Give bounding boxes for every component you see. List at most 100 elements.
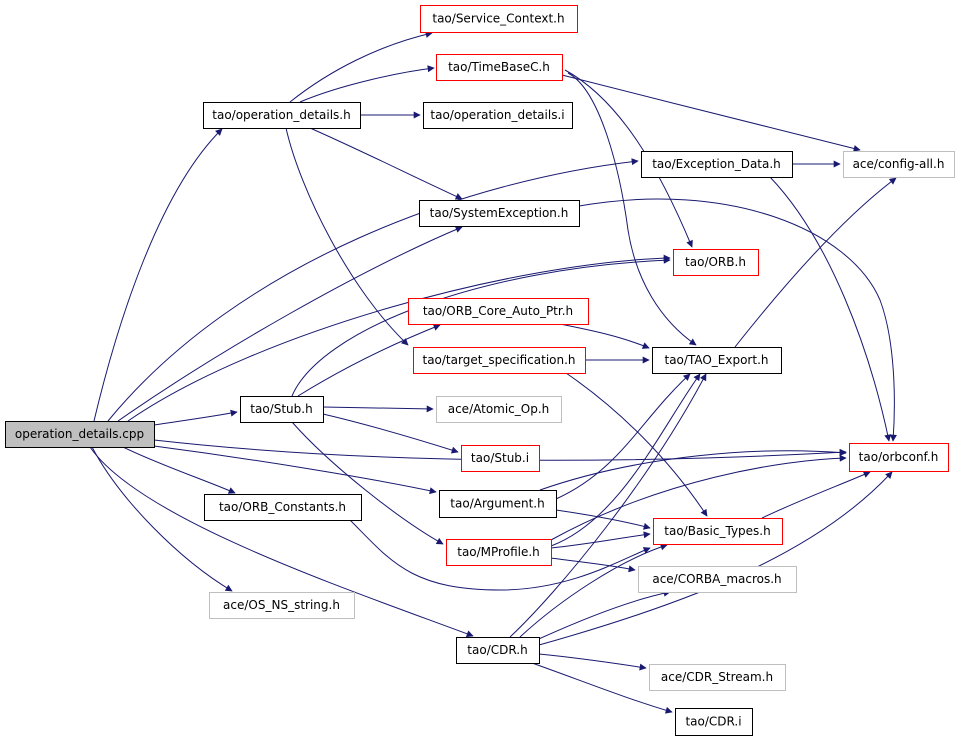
node-box[interactable] [641,151,793,178]
node-label: tao/TAO_Export.h [665,353,769,367]
node-box[interactable] [652,347,782,374]
node-label: tao/ORB_Core_Auto_Ptr.h [423,304,573,318]
node-label: tao/operation_details.h [212,108,350,122]
edge-mprofile-to-orbconf [550,454,847,541]
node-box[interactable] [436,396,562,423]
node-operation_details_h[interactable]: tao/operation_details.h [203,102,361,129]
node-box[interactable] [209,592,355,619]
edge-timebasec-to-tao_export [567,72,697,346]
node-box[interactable] [408,298,589,325]
node-box[interactable] [675,708,753,736]
node-box[interactable] [423,102,573,129]
node-label: tao/Argument.h [450,497,544,511]
edge-orb_core_auto_ptr-to-tao_export [559,323,650,349]
node-label: ace/CORBA_macros.h [652,572,781,586]
edge-mprofile-to-tao_export [550,373,701,547]
nodes: operation_details.cpp tao/Service_Context… [5,5,955,736]
node-orbconf[interactable]: tao/orbconf.h [849,443,949,472]
node-cdr_i[interactable]: tao/CDR.i [675,708,753,736]
edge-operation_details_cpp-to-orb_constants [122,446,236,494]
node-os_ns_string[interactable]: ace/OS_NS_string.h [209,592,355,619]
node-label: ace/CDR_Stream.h [661,670,773,684]
node-label: tao/Basic_Types.h [664,524,770,538]
edge-operation_details_cpp-to-orbconf [153,439,847,461]
node-label: tao/orbconf.h [859,450,939,464]
node-label: operation_details.cpp [15,427,144,441]
node-box[interactable] [203,102,361,129]
edge-tao_export-to-config_all [734,177,897,348]
node-label: tao/ORB.h [685,255,746,269]
edge-operation_details_cpp-to-operation_details_h [93,128,223,422]
node-label: tao/target_specification.h [422,353,575,367]
node-cdr_stream[interactable]: ace/CDR_Stream.h [649,664,786,691]
node-label: ace/Atomic_Op.h [448,402,550,416]
edge-stub_h-to-mprofile [291,421,444,545]
node-cdr_h[interactable]: tao/CDR.h [456,637,540,664]
edge-system_exception-to-orbconf [578,198,897,442]
edge-operation_details_cpp-to-cdr_h [89,446,474,638]
node-box[interactable] [649,664,786,691]
node-box[interactable] [446,539,552,566]
edge-operation_details_cpp-to-system_exception [117,226,463,422]
node-corba_macros[interactable]: ace/CORBA_macros.h [638,566,797,593]
edge-basic_types-to-orbconf [761,471,871,519]
node-box[interactable] [420,5,578,33]
edge-cdr_h-to-cdr_stream [538,653,647,671]
node-label: tao/MProfile.h [457,545,540,559]
node-box[interactable] [419,200,580,227]
edge-mprofile-to-basic_types [550,531,651,549]
node-stub_i[interactable]: tao/Stub.i [461,445,540,472]
node-label: tao/ORB_Constants.h [219,500,346,514]
node-config_all[interactable]: ace/config-all.h [843,151,955,178]
edge-stub_h-to-orb_h [291,256,671,397]
node-box[interactable] [5,421,155,448]
node-tao_export[interactable]: tao/TAO_Export.h [652,347,782,374]
edge-argument-to-basic_types [555,509,651,530]
node-box[interactable] [461,445,540,472]
edge-timebasec-to-config_all [561,74,861,152]
node-box[interactable] [240,396,324,423]
edge-stub_h-to-orb_core_auto_ptr [297,324,441,397]
node-box[interactable] [204,494,362,521]
node-mprofile[interactable]: tao/MProfile.h [446,539,552,566]
node-box[interactable] [439,490,557,518]
edge-operation_details_h-to-system_exception [309,127,463,200]
node-basic_types[interactable]: tao/Basic_Types.h [653,518,783,545]
node-orb_constants[interactable]: tao/ORB_Constants.h [204,494,362,521]
node-stub_h[interactable]: tao/Stub.h [240,396,324,423]
edge-exception_data-to-orbconf [769,176,892,442]
node-label: tao/Stub.i [471,451,529,465]
node-label: tao/SystemException.h [430,206,569,220]
node-operation_details_i[interactable]: tao/operation_details.i [423,102,573,129]
node-box[interactable] [849,443,949,472]
node-box[interactable] [436,54,563,81]
node-label: tao/Service_Context.h [432,12,564,26]
node-box[interactable] [456,637,540,664]
node-box[interactable] [638,566,797,593]
edge-operation_details_cpp-to-argument [153,445,437,495]
edge-cdr_h-to-basic_types [519,543,668,638]
node-system_exception[interactable]: tao/SystemException.h [419,200,580,227]
node-box[interactable] [413,347,586,374]
node-label: tao/CDR.h [467,643,527,657]
node-argument[interactable]: tao/Argument.h [439,490,557,518]
node-label: tao/operation_details.i [430,108,564,122]
node-operation_details_cpp[interactable]: operation_details.cpp [5,421,155,448]
edge-argument-to-orbconf [539,449,847,491]
node-box[interactable] [843,151,955,178]
node-orb_core_auto_ptr[interactable]: tao/ORB_Core_Auto_Ptr.h [408,298,589,325]
edge-target_specification-to-basic_types [565,372,708,517]
node-exception_data[interactable]: tao/Exception_Data.h [641,151,793,178]
node-atomic_op[interactable]: ace/Atomic_Op.h [436,396,562,423]
node-orb_h[interactable]: tao/ORB.h [673,249,759,276]
edge-cdr_h-to-cdr_i [531,662,673,714]
node-service_context[interactable]: tao/Service_Context.h [420,5,578,33]
node-label: ace/OS_NS_string.h [223,598,340,612]
edge-operation_details_cpp-to-stub_h [153,409,238,426]
node-target_specification[interactable]: tao/target_specification.h [413,347,586,374]
edge-mprofile-to-corba_macros [550,557,636,573]
node-timebasec[interactable]: tao/TimeBaseC.h [436,54,563,81]
node-box[interactable] [653,518,783,545]
node-box[interactable] [673,249,759,276]
